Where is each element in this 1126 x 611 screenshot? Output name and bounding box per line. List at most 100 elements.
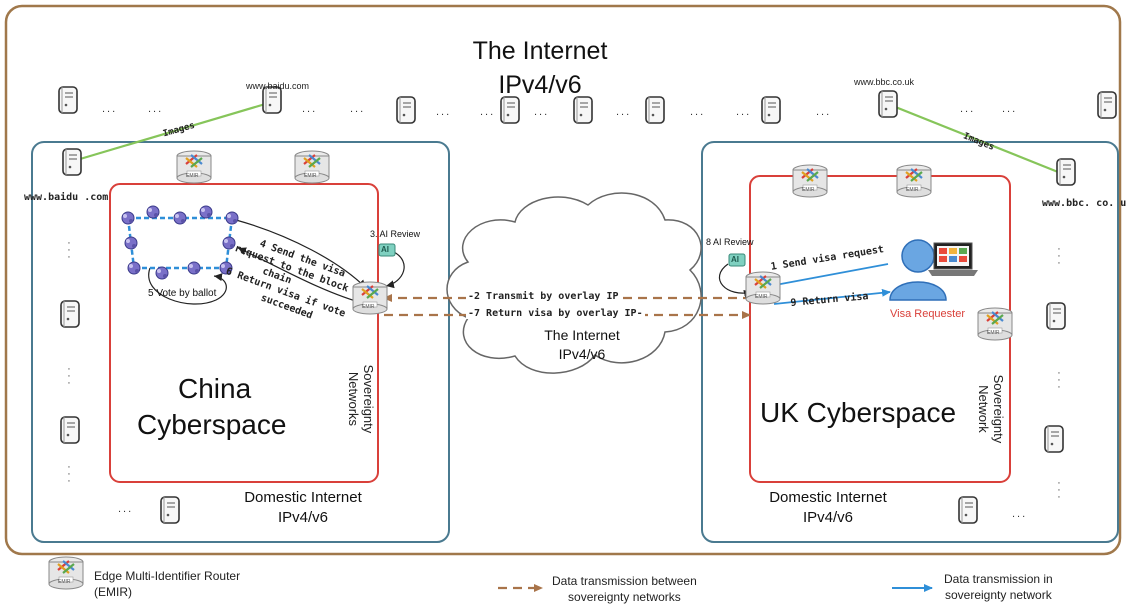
server-icon (1046, 302, 1066, 330)
ellipsis: ... (118, 503, 134, 515)
site-label-baidu-top: www.baidu.com (246, 81, 310, 91)
ai-badge-label: AI (381, 245, 389, 254)
ellipsis: ... (480, 106, 496, 118)
uk-ai-review: 8 AI Review (706, 237, 754, 247)
emir-tag: EMIR (186, 173, 199, 179)
send-visa-request-arrow (769, 263, 889, 289)
server-icon (60, 416, 80, 444)
server-icon (160, 496, 180, 524)
site-label-baidu-side: www.baidu .com (24, 192, 109, 203)
vertical-dots: ··· (67, 237, 71, 263)
emir-tag: EMIR (304, 173, 317, 179)
internet-cloud (446, 192, 702, 374)
blockchain-node-icon (127, 261, 141, 275)
visa-requester-label: Visa Requester (890, 308, 966, 320)
ellipsis: ... (690, 106, 706, 118)
server-icon (878, 90, 898, 118)
vote-loop-arrow (148, 267, 227, 305)
emir-tag: EMIR (755, 294, 768, 300)
server-icon (1056, 158, 1076, 186)
uk-sovereignty-boundary (749, 175, 1011, 483)
ellipsis: ... (350, 103, 366, 115)
legend-between: Data transmission between sovereignty ne… (552, 574, 697, 604)
return-from-blockchain-arrow (237, 247, 367, 305)
ellipsis: ... (616, 106, 632, 118)
uk-sovereignty-label: Sovereignty Network (976, 374, 1006, 444)
china-ai-review: 3. AI Review (370, 229, 421, 239)
ai-badge (728, 253, 746, 267)
visa-requester-person (889, 239, 947, 301)
ellipsis: ... (102, 103, 118, 115)
site-label-bbc-top: www.bbc.co.uk (854, 77, 915, 87)
server-icon (1044, 425, 1064, 453)
ellipsis: ... (302, 103, 318, 115)
ai-badge-label: AI (731, 255, 739, 264)
china-sovereignty-boundary (109, 183, 379, 483)
server-icon (1097, 91, 1117, 119)
vertical-dots: ··· (1057, 367, 1061, 393)
blockchain-node-icon (124, 236, 138, 250)
site-label-bbc-side: www.bbc. co. uk (1042, 198, 1126, 209)
server-icon (62, 148, 82, 176)
ellipsis: ... (1002, 103, 1018, 115)
emir-tag: EMIR (802, 187, 815, 193)
server-icon (958, 496, 978, 524)
step7-label: -7 Return visa by overlay IP- (466, 308, 645, 319)
ellipsis: ... (534, 106, 550, 118)
vertical-dots: ··· (1057, 477, 1061, 503)
blockchain-node-icon (155, 266, 169, 280)
legend-in: Data transmission in sovereignty network (944, 572, 1053, 602)
uk-cyberspace-boundary (701, 141, 1119, 543)
blockchain-node-icon (225, 211, 239, 225)
internet-subtitle: IPv4/v6 (498, 71, 582, 99)
blockchain-node-icon (121, 211, 135, 225)
ai-badge (378, 243, 396, 257)
china-ai-loop-arrow (385, 251, 405, 289)
ellipsis: ... (960, 103, 976, 115)
server-icon (573, 96, 593, 124)
ellipsis: ... (736, 106, 752, 118)
internet-title: The Internet (472, 37, 608, 65)
vote-label: 5 Vote by ballot (148, 288, 217, 299)
blockchain-node-icon (187, 261, 201, 275)
blockchain-node-icon (199, 205, 213, 219)
server-icon (60, 300, 80, 328)
ellipsis: ... (816, 106, 832, 118)
uk-domestic-label: Domestic Internet IPv4/v6 (769, 489, 887, 527)
emir-tag: EMIR (987, 330, 1000, 336)
china-sovereignty-label: Sovereignty Networks (346, 364, 376, 434)
return-visa-arrow (773, 288, 891, 305)
server-icon (58, 86, 78, 114)
emir-tag: EMIR (362, 304, 375, 310)
server-icon (396, 96, 416, 124)
blockchain-node-icon (173, 211, 187, 225)
china-title: China (178, 373, 252, 404)
uk-ai-loop-arrow (718, 263, 753, 298)
emir-tag: EMIR (58, 579, 71, 585)
vertical-dots: ··· (67, 461, 71, 487)
china-domestic-label: Domestic Internet IPv4/v6 (244, 489, 362, 527)
baidu-image-link (69, 100, 273, 164)
vertical-dots: ··· (67, 363, 71, 389)
send-to-blockchain-arrow (235, 219, 367, 289)
china-cyberspace-boundary (31, 141, 450, 543)
china-title-line2: Cyberspace (137, 409, 287, 440)
server-icon (645, 96, 665, 124)
cloud-internet-label: The Internet IPv4/v6 (544, 327, 620, 362)
internet-boundary (4, 4, 1122, 556)
server-icon (761, 96, 781, 124)
blockchain-node-icon (146, 205, 160, 219)
ellipsis: ... (436, 106, 452, 118)
laptop-icon (928, 242, 978, 276)
emir-tag: EMIR (906, 187, 919, 193)
step2-label: -2 Transmit by overlay IP (466, 291, 621, 302)
ellipsis: ... (148, 103, 164, 115)
legend-emir: Edge Multi-Identifier Router (EMIR) (94, 569, 241, 599)
uk-title: UK Cyberspace (760, 397, 957, 428)
vertical-dots: ··· (1057, 243, 1061, 269)
ellipsis: ... (1012, 508, 1028, 520)
bbc-image-link (887, 102, 1059, 174)
server-icon (500, 96, 520, 124)
